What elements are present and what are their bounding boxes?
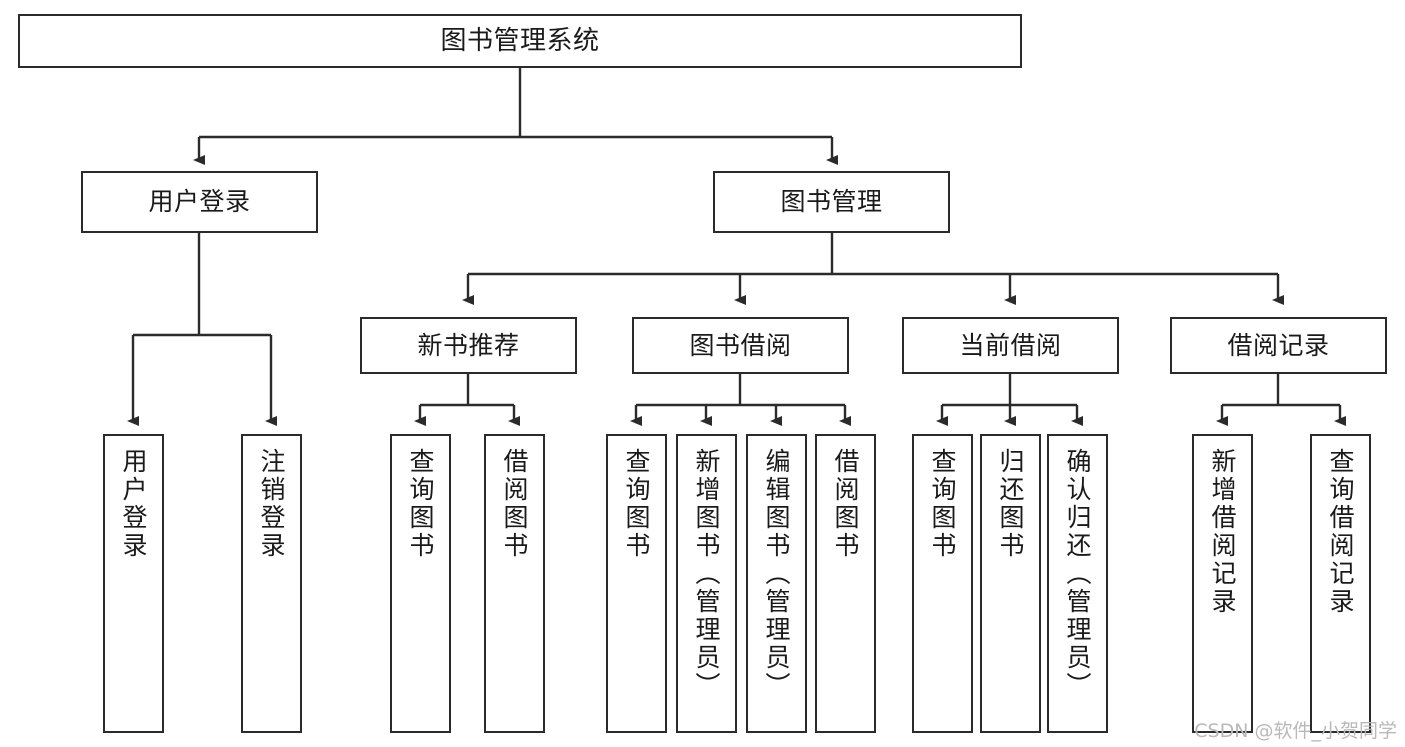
node-label: 新增借阅记录 bbox=[1208, 448, 1237, 616]
node-leaf-add-book[interactable]: 新增图书（管理员） bbox=[676, 434, 737, 733]
node-leaf-query-book-2[interactable]: 查询图书 bbox=[606, 434, 667, 733]
node-label: 查询图书 bbox=[406, 448, 435, 560]
node-label: 用户登录 bbox=[148, 187, 251, 217]
node-leaf-return-book[interactable]: 归还图书 bbox=[980, 434, 1041, 733]
node-book-borrow[interactable]: 图书借阅 bbox=[632, 317, 849, 374]
node-leaf-query-book-3[interactable]: 查询图书 bbox=[912, 434, 973, 733]
node-label: 查询图书 bbox=[928, 448, 957, 560]
node-leaf-add-record[interactable]: 新增借阅记录 bbox=[1192, 434, 1253, 733]
node-leaf-edit-book[interactable]: 编辑图书（管理员） bbox=[746, 434, 807, 733]
node-label: 归还图书 bbox=[996, 448, 1025, 560]
node-label: 图书管理 bbox=[780, 187, 883, 217]
node-leaf-borrow-book-2[interactable]: 借阅图书 bbox=[815, 434, 876, 733]
node-leaf-query-record[interactable]: 查询借阅记录 bbox=[1310, 434, 1371, 733]
node-current-borrow[interactable]: 当前借阅 bbox=[902, 317, 1119, 374]
node-label: 查询图书 bbox=[622, 448, 651, 560]
node-leaf-user-login[interactable]: 用户登录 bbox=[103, 434, 164, 733]
node-book-manage[interactable]: 图书管理 bbox=[713, 171, 950, 233]
node-leaf-confirm-return[interactable]: 确认归还（管理员） bbox=[1047, 434, 1108, 733]
node-label: 编辑图书（管理员） bbox=[762, 448, 791, 700]
node-label: 注销登录 bbox=[257, 448, 286, 560]
node-label: 借阅图书 bbox=[831, 448, 860, 560]
node-label: 查询借阅记录 bbox=[1326, 448, 1355, 616]
csdn-watermark: CSDN @软件_小贺同学 bbox=[1194, 720, 1397, 742]
node-leaf-borrow-book-1[interactable]: 借阅图书 bbox=[484, 434, 545, 733]
node-label: 确认归还（管理员） bbox=[1063, 448, 1092, 700]
node-new-book-rec[interactable]: 新书推荐 bbox=[360, 317, 577, 374]
node-label: 新增图书（管理员） bbox=[692, 448, 721, 700]
node-leaf-user-logout[interactable]: 注销登录 bbox=[241, 434, 302, 733]
node-user-login[interactable]: 用户登录 bbox=[81, 171, 318, 233]
node-label: 新书推荐 bbox=[417, 330, 520, 360]
node-root[interactable]: 图书管理系统 bbox=[18, 14, 1022, 68]
node-label: 当前借阅 bbox=[959, 330, 1062, 360]
node-label: 借阅图书 bbox=[500, 448, 529, 560]
node-label: 图书借阅 bbox=[689, 330, 792, 360]
node-label: 图书管理系统 bbox=[440, 25, 600, 56]
node-label: 借阅记录 bbox=[1227, 330, 1330, 360]
node-leaf-query-book-1[interactable]: 查询图书 bbox=[390, 434, 451, 733]
node-borrow-record[interactable]: 借阅记录 bbox=[1170, 317, 1387, 374]
node-label: 用户登录 bbox=[119, 448, 148, 560]
